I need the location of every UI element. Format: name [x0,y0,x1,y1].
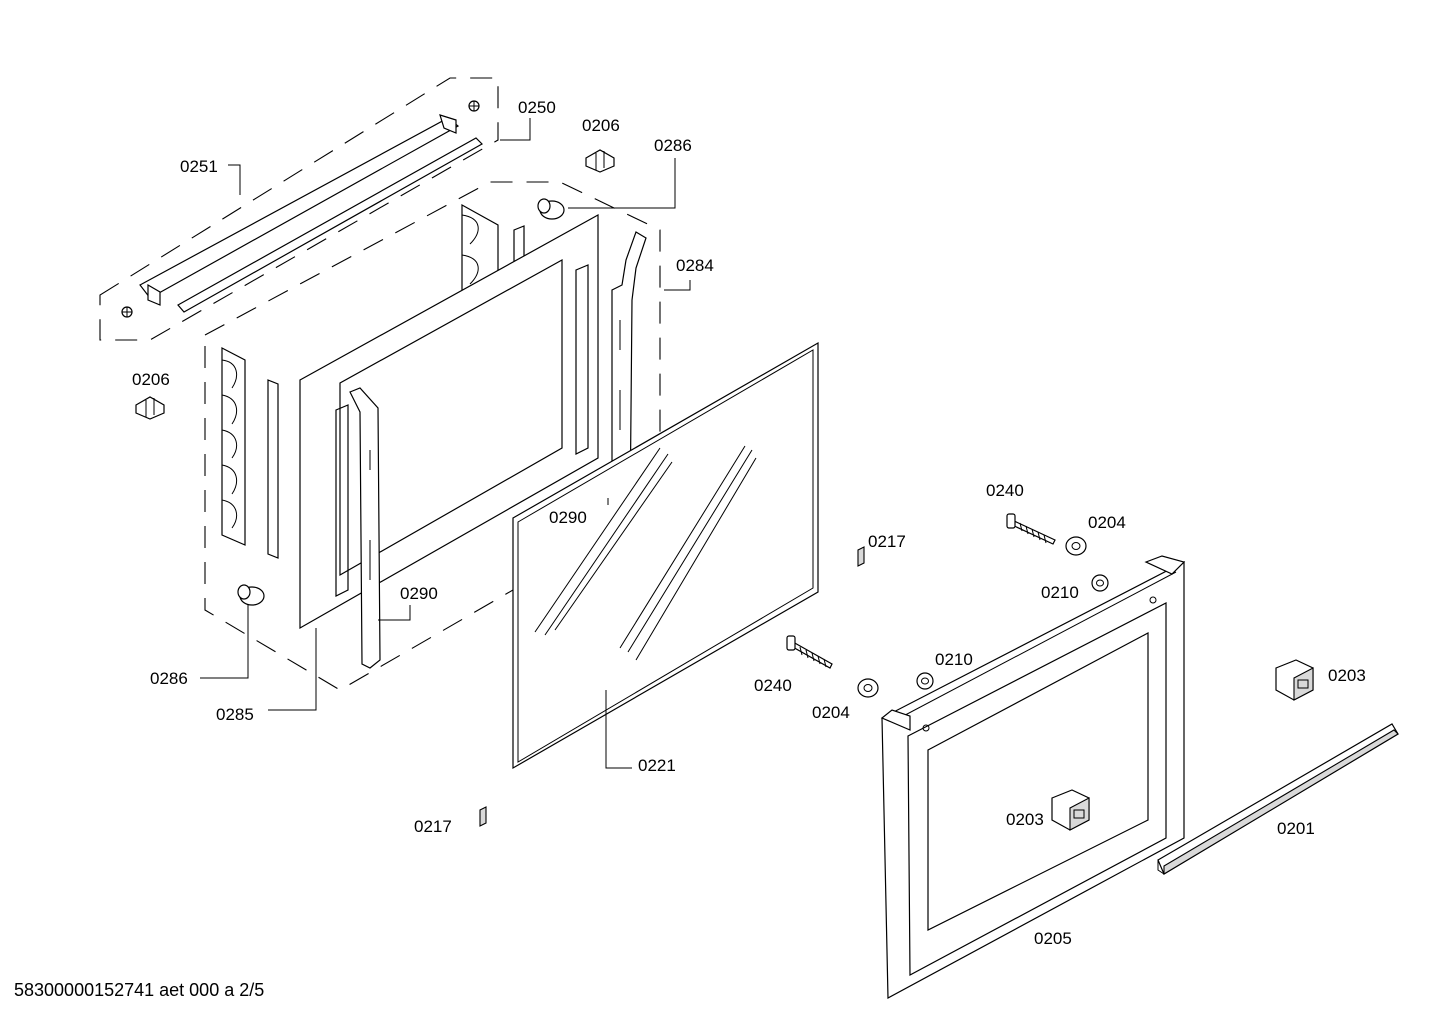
left-vent-bracket [221,347,279,559]
label-0201: 0201 [1277,819,1315,838]
label-0290-left: 0290 [400,584,438,603]
label-0205: 0205 [1034,929,1072,948]
label-0203-door: 0203 [1006,810,1044,829]
label-0204-upper: 0204 [1088,513,1126,532]
label-0240-upper: 0240 [986,481,1024,500]
label-0285: 0285 [216,705,254,724]
rollers [237,198,565,606]
fasteners [786,513,1109,698]
hinge-arms [349,231,647,669]
label-0210-lower: 0210 [935,650,973,669]
leader-lines [200,118,691,769]
label-0221: 0221 [638,756,676,775]
top-profile-strips [121,100,483,318]
label-0203-right: 0203 [1328,666,1366,685]
drawing-reference: 58300000152741 aet 000 a 2/5 [14,980,265,1000]
glass-pane [512,341,819,770]
label-0286-top: 0286 [654,136,692,155]
label-0206-left: 0206 [132,370,170,389]
label-0210-upper: 0210 [1041,583,1079,602]
handle-end-caps [1051,659,1314,831]
label-0250: 0250 [518,98,556,117]
label-0290-right: 0290 [549,508,587,527]
label-0284: 0284 [676,256,714,275]
label-0206-top: 0206 [582,116,620,135]
outer-door-frame [880,555,1186,999]
handle-bar [1157,723,1399,875]
hinge-clips [135,149,615,420]
label-0217-lower: 0217 [414,817,452,836]
label-0286-bottom: 0286 [150,669,188,688]
label-0240-lower: 0240 [754,676,792,695]
part-labels: 0251 0250 0206 0286 0284 0206 0290 0290 … [132,98,1366,948]
label-0251: 0251 [180,157,218,176]
assembly-guide-lines [99,77,661,691]
label-0204-lower: 0204 [812,703,850,722]
label-0217-upper: 0217 [868,532,906,551]
small-clips [479,546,865,827]
